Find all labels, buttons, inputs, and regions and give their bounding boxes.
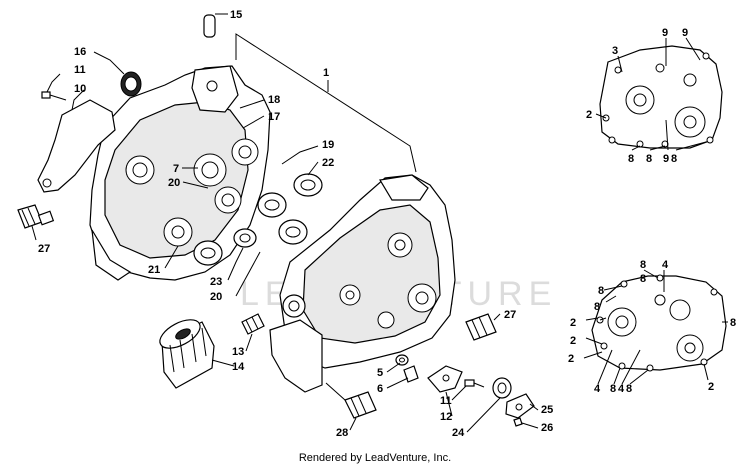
callout-15: 15 xyxy=(230,9,242,21)
callout-27-right: 27 xyxy=(504,309,516,321)
ref2-callout-2d: 2 xyxy=(708,381,714,393)
callout-11-upper: 11 xyxy=(74,64,86,76)
callout-26: 26 xyxy=(541,422,553,434)
ref2-callout-8f: 8 xyxy=(610,383,616,395)
leader-lines xyxy=(31,13,728,433)
ref1-callout-9a: 9 xyxy=(662,27,668,39)
callout-14: 14 xyxy=(232,361,245,373)
left-crankcase xyxy=(89,65,271,281)
ref2-callout-8g: 8 xyxy=(626,383,632,395)
ref1-callout-9c: 9 xyxy=(663,153,669,165)
callout-13: 13 xyxy=(232,346,244,358)
ref2-callout-8a: 8 xyxy=(598,285,604,297)
callout-6: 6 xyxy=(377,383,383,395)
callout-20-lower: 20 xyxy=(210,291,222,303)
oil-filter-fitting xyxy=(241,313,265,335)
ref2-callout-4c: 4 xyxy=(618,383,625,395)
ref2-callout-2b: 2 xyxy=(570,335,576,347)
bolt-upper-left xyxy=(41,91,67,101)
callout-5: 5 xyxy=(377,367,383,379)
ref2-callout-4a: 4 xyxy=(662,259,669,271)
callout-11-lower: 11 xyxy=(440,395,452,407)
oil-seal xyxy=(120,71,142,97)
callout-16: 16 xyxy=(74,46,86,58)
ref1-callout-8c: 8 xyxy=(671,153,677,165)
cover-plate xyxy=(427,365,485,393)
callout-23: 23 xyxy=(210,276,222,288)
ref2-callout-8b: 8 xyxy=(640,259,646,271)
callout-20-upper: 20 xyxy=(168,177,180,189)
gasket-washer-24-26 xyxy=(492,377,535,427)
callout-24: 24 xyxy=(452,427,465,439)
reference-housing-bottom xyxy=(591,274,727,372)
footer-credit: Rendered by LeadVenture, Inc. xyxy=(298,452,452,464)
dowel-pin xyxy=(203,14,216,38)
callout-22: 22 xyxy=(322,157,334,169)
ref2-callout-8d: 8 xyxy=(594,301,600,313)
callout-12: 12 xyxy=(440,411,452,423)
right-crankcase xyxy=(269,174,456,393)
callout-10: 10 xyxy=(74,83,86,95)
callout-17: 17 xyxy=(268,111,280,123)
callout-18: 18 xyxy=(268,94,280,106)
side-cover-gasket xyxy=(37,99,116,193)
ref1-callout-9b: 9 xyxy=(682,27,688,39)
drain-plug-right xyxy=(465,313,497,341)
callout-19: 19 xyxy=(322,139,334,151)
ref1-callout-2: 2 xyxy=(586,109,592,121)
callout-28: 28 xyxy=(336,427,348,439)
callout-25: 25 xyxy=(541,404,553,416)
drain-plug-left xyxy=(17,204,55,229)
reference-housing-top xyxy=(599,45,723,149)
callout-labels: 15 1 16 11 10 18 17 19 22 7 20 27 21 23 … xyxy=(38,9,736,439)
ref2-callout-8c: 8 xyxy=(640,273,646,285)
bearing-set xyxy=(193,173,323,266)
callout-1: 1 xyxy=(323,67,329,79)
ref2-callout-2c: 2 xyxy=(568,353,574,365)
ref1-callout-8b: 8 xyxy=(646,153,652,165)
ref2-callout-4b: 4 xyxy=(594,383,601,395)
callout-7: 7 xyxy=(173,163,179,175)
oil-filter xyxy=(159,319,215,389)
callout-21: 21 xyxy=(148,264,160,276)
ref2-callout-8e: 8 xyxy=(730,317,736,329)
ref1-callout-8a: 8 xyxy=(628,153,634,165)
drain-plug-bottom xyxy=(325,382,377,419)
ref2-callout-2a: 2 xyxy=(570,317,576,329)
ref1-callout-3: 3 xyxy=(612,45,618,57)
callout-27-left: 27 xyxy=(38,243,50,255)
